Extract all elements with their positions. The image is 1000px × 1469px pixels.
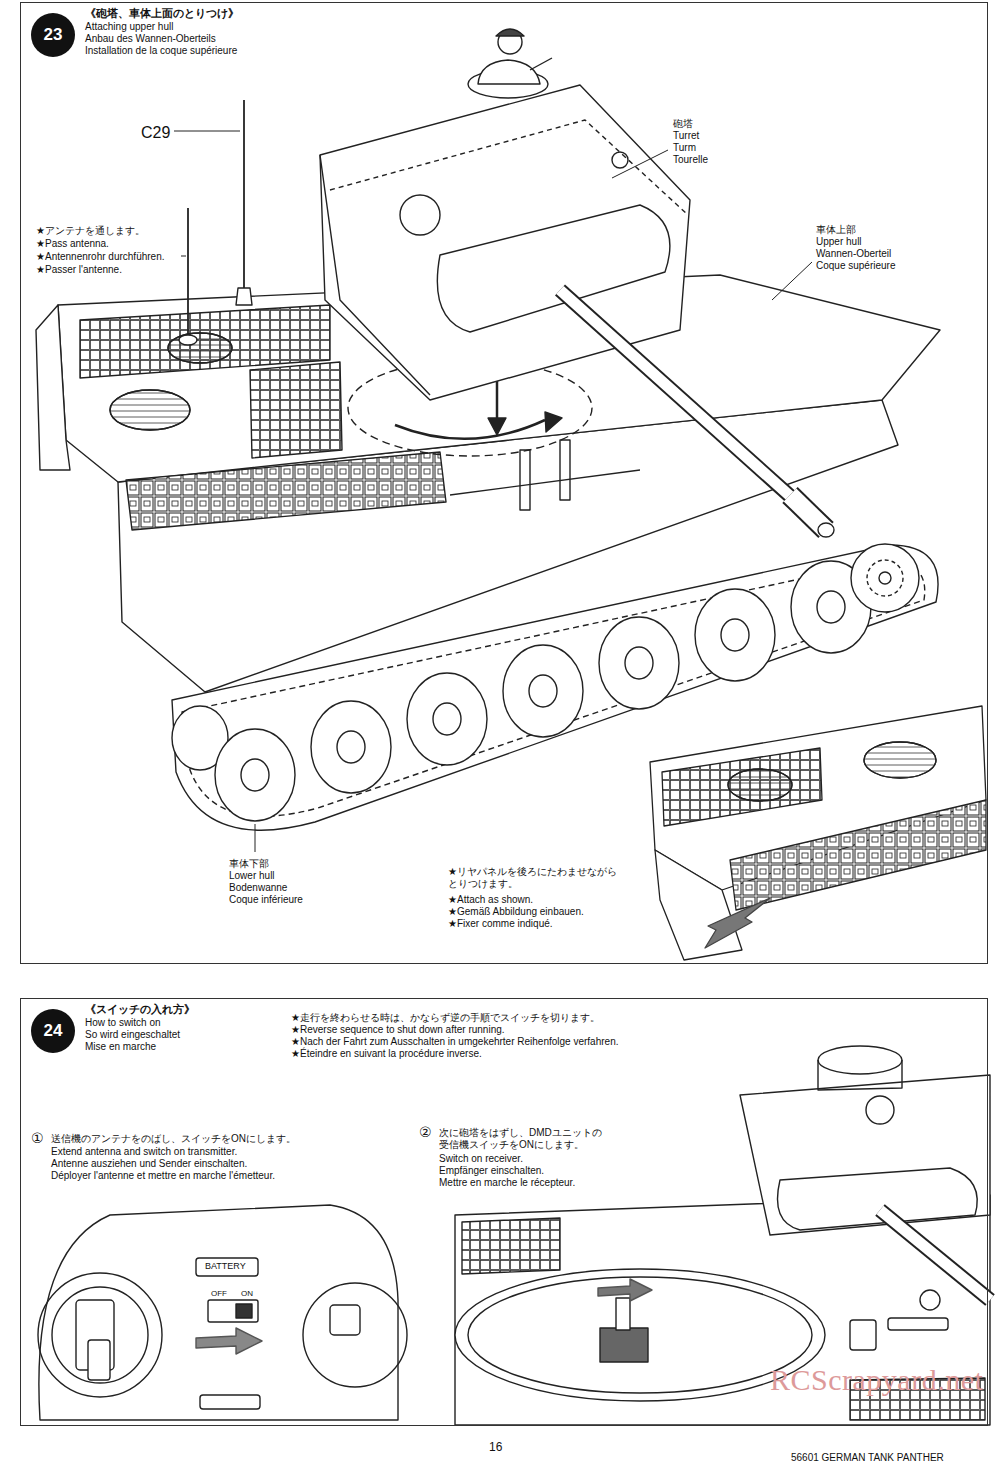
- part-name: Turm: [672, 142, 697, 154]
- instruction: Switch on receiver.: [438, 1153, 524, 1165]
- watermark: RCScrapyard.net: [770, 1362, 983, 1398]
- sub-step-number: ①: [30, 1130, 45, 1147]
- instruction: Déployer l'antenne et mettre en marche l…: [50, 1170, 276, 1182]
- step-heading-translation: How to switch on: [85, 1017, 161, 1029]
- sub-step-number: ②: [418, 1124, 433, 1141]
- switch-label: ON: [240, 1289, 254, 1299]
- instruction: Antenne ausziehen und Sender einschalten…: [50, 1158, 248, 1170]
- note: ★Reverse sequence to shut down after run…: [290, 1024, 506, 1036]
- note: ★Nach der Fahrt zum Ausschalten in umgek…: [290, 1036, 619, 1048]
- instruction: 送信機のアンテナをのばし、スイッチをONにします。: [50, 1133, 297, 1145]
- step-heading-translation: Anbau des Wannen-Oberteils: [85, 33, 216, 45]
- step-heading-translation: Attaching upper hull: [85, 21, 173, 33]
- switch-label: BATTERY: [204, 1261, 247, 1272]
- part-name: Coque supérieure: [815, 260, 897, 272]
- note: ★走行を終わらせる時は、かならず逆の手順でスイッチを切ります。: [290, 1012, 601, 1024]
- note: ★Éteindre en suivant la procédure invers…: [290, 1048, 483, 1060]
- step-number-badge: 23: [31, 13, 75, 57]
- note: ★Gemäß Abbildung einbauen.: [447, 906, 585, 918]
- step-number-badge: 24: [31, 1009, 75, 1053]
- step-panel: 《スイッチの入れ方》How to switch onSo wird einges…: [20, 998, 988, 1426]
- page-number: 16: [488, 1440, 503, 1454]
- part-name: 砲塔: [672, 118, 694, 130]
- instruction: Mettre en marche le récepteur.: [438, 1177, 576, 1189]
- step-heading-translation: Installation de la coque supérieure: [85, 45, 237, 57]
- part-name: 車体上部: [815, 224, 857, 236]
- step-heading: 《砲塔、車体上面のとりつけ》: [85, 7, 239, 20]
- note: ★Passer l'antenne.: [35, 264, 123, 276]
- part-name: 車体下部: [228, 858, 270, 870]
- instruction: Empfänger einschalten.: [438, 1165, 545, 1177]
- note: ★Fixer comme indiqué.: [447, 918, 554, 930]
- part-name: Bodenwanne: [228, 882, 288, 894]
- instruction: Extend antenna and switch on transmitter…: [50, 1146, 238, 1158]
- part-name: Coque inférieure: [228, 894, 304, 906]
- note: ★リヤパネルを後ろにたわませながら とりつけます。: [447, 866, 627, 890]
- step-number: 23: [31, 25, 75, 45]
- footer-title: 56601 GERMAN TANK PANTHER: [790, 1452, 945, 1464]
- note: ★アンテナを通します。: [35, 225, 146, 237]
- part-name: Lower hull: [228, 870, 276, 882]
- note: ★Antennenrohr durchführen.: [35, 251, 166, 263]
- instruction: 次に砲塔をはずし、DMDユニットの 受信機スイッチをONにします。: [438, 1127, 612, 1151]
- part-number: C29: [140, 123, 171, 142]
- part-name: Tourelle: [672, 154, 709, 166]
- step-heading-translation: So wird eingeschaltet: [85, 1029, 180, 1041]
- note: ★Attach as shown.: [447, 894, 534, 906]
- part-name: Wannen-Oberteil: [815, 248, 892, 260]
- switch-label: OFF: [210, 1289, 228, 1299]
- note: ★Pass antenna.: [35, 238, 110, 250]
- step-number: 24: [31, 1021, 75, 1041]
- step-heading-translation: Mise en marche: [85, 1041, 156, 1053]
- part-name: Upper hull: [815, 236, 863, 248]
- step-heading: 《スイッチの入れ方》: [85, 1003, 195, 1016]
- step-panel: 《砲塔、車体上面のとりつけ》Attaching upper hullAnbau …: [20, 2, 988, 964]
- part-name: Turret: [672, 130, 700, 142]
